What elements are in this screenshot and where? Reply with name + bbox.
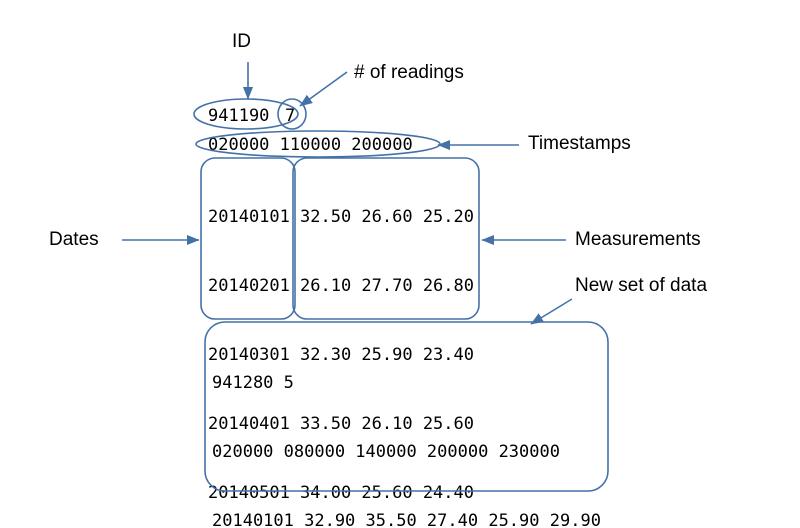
block1-measurement-row: 26.10 27.70 26.80: [300, 276, 474, 296]
annotation-label-number-of-readings: # of readings: [354, 62, 464, 83]
block2-text: 941280 5 020000 080000 140000 200000 230…: [212, 326, 601, 528]
annotation-label-id: ID: [232, 31, 251, 52]
annotation-label-measurements: Measurements: [575, 229, 701, 250]
arrow-new-set-of-data: [530, 298, 573, 325]
block2-timestamps-line: 020000 080000 140000 200000 230000: [212, 442, 560, 462]
block1-date-cell: 20140101: [208, 207, 290, 227]
block1-timestamps-line: 020000 110000 200000: [208, 135, 413, 155]
block1-measurement-row: 32.50 26.60 25.20: [300, 207, 474, 227]
annotation-label-dates: Dates: [49, 229, 99, 250]
annotation-label-new-set-of-data: New set of data: [575, 275, 708, 296]
annotation-label-timestamps: Timestamps: [528, 133, 631, 154]
block2-header-line: 941280 5: [212, 373, 294, 393]
block1-date-cell: 20140201: [208, 276, 290, 296]
block2-data-row: 20140101 32.90 35.50 27.40 25.90 29.90: [212, 511, 601, 528]
block1-id-value: 941190: [208, 106, 270, 126]
arrow-number-of-readings: [299, 71, 348, 107]
block1-num-readings-value: 7: [285, 106, 296, 126]
